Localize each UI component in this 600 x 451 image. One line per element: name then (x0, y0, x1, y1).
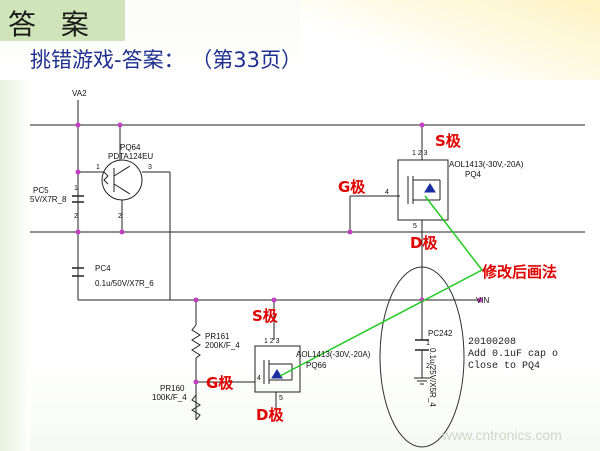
left-decor-band (0, 80, 30, 451)
top-right-decor (300, 0, 600, 80)
annotation-s-top: S极 (435, 132, 462, 150)
pc242-ref: PC242 (428, 329, 453, 338)
pc242-pin2: 2 (426, 363, 430, 370)
annotation-fix-note: 修改后画法 (481, 263, 557, 281)
net-va2: VA2 (72, 89, 87, 98)
comment-line1: 20100208 (468, 337, 516, 348)
subtitle-prefix: 挑错游戏-答案： (30, 48, 185, 72)
junction-dots (75, 122, 483, 385)
pr161-value: 200K/F_4 (205, 341, 240, 350)
title-tab: 答 案 (0, 0, 125, 41)
pr160-ref: PR160 (160, 384, 185, 393)
pq66-pin4: 4 (257, 375, 261, 382)
pc5-value: 5V/X7R_8 (30, 195, 67, 204)
pq4-pins123: 1 2 3 (412, 150, 428, 157)
pc5-capacitor-symbol (72, 195, 84, 203)
pr161-ref: PR161 (205, 332, 230, 341)
comment-line2: Add 0.1uF cap o (468, 348, 558, 360)
pq64-ref: PQ64 (120, 143, 141, 152)
pq66-mosfet-symbol (254, 345, 301, 393)
pq64-pin3: 3 (148, 164, 152, 171)
pr160-resistor-symbol (191, 394, 201, 421)
pc5-pin1: 1 (74, 185, 78, 192)
wires (30, 100, 585, 420)
page-title: 答 案 (8, 8, 97, 41)
pq64-pin1: 1 (96, 164, 100, 171)
pc242-capacitor-symbol (415, 339, 429, 351)
pr160-value: 100K/F_4 (152, 393, 187, 402)
net-vin: VIN (476, 296, 490, 305)
annotation-d-bottom: D极 (256, 406, 284, 424)
pq66-pin5: 5 (279, 395, 283, 402)
annotation-g-bottom: G极 (206, 374, 234, 392)
pointer-lines (279, 195, 483, 377)
pc4-ref: PC4 (95, 264, 111, 273)
highlight-ellipse (379, 266, 465, 448)
pc5-ref: PC5 (33, 186, 49, 195)
pq4-pin4: 4 (385, 189, 389, 196)
annotation-g-top: G极 (338, 178, 366, 196)
ground-icon (414, 377, 430, 385)
watermark: www.cntronics.com (441, 427, 562, 443)
pr161-resistor-symbol (191, 324, 201, 359)
annotation-d-top: D极 (410, 234, 438, 252)
pq64-part: PDTA124EU (108, 152, 153, 161)
pq66-pins123: 1 2 3 (264, 338, 280, 345)
pq4-mosfet-symbol (397, 159, 449, 221)
comment-line3: Close to PQ4 (468, 360, 540, 372)
annotation-s-bottom: S极 (252, 307, 279, 325)
pq64-transistor-symbol (101, 159, 143, 201)
pc242-pin1: 1 (426, 340, 430, 347)
pc5-pin2: 2 (74, 213, 78, 220)
pc4-value: 0.1u/50V/X7R_6 (95, 279, 154, 288)
page-subtitle: 挑错游戏-答案： （第33页） (30, 44, 302, 74)
pq66-part: AOL1413(-30V,-20A) (296, 350, 371, 359)
subtitle-page: （第33页） (191, 48, 302, 72)
pq66-ref: PQ66 (306, 361, 327, 370)
pq4-ref: PQ4 (465, 170, 482, 179)
pc242-value: 0.1u/25V/X5R_4 (428, 348, 437, 407)
pc4-capacitor-symbol (72, 267, 84, 277)
pq4-pin5: 5 (413, 223, 417, 230)
pq4-part: AOL1413(-30V,-20A) (449, 160, 524, 169)
pq64-pin2: 2 (118, 213, 122, 220)
